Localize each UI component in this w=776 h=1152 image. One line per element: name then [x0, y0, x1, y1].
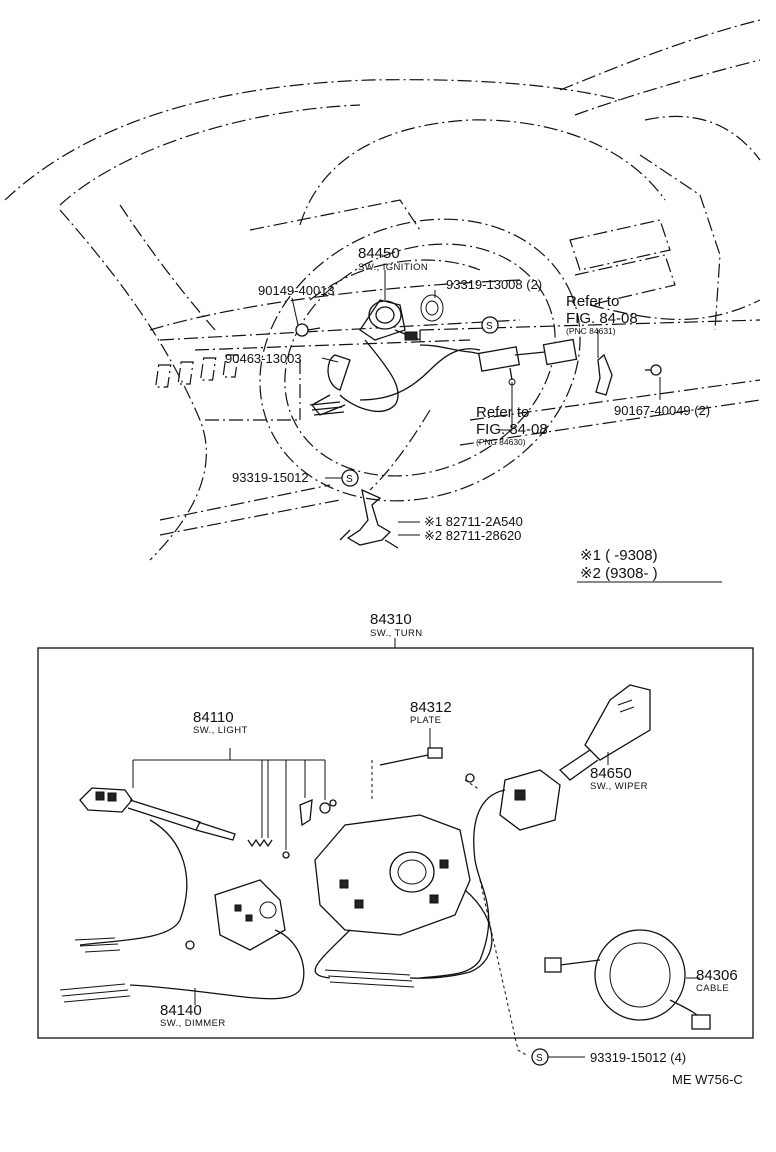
screw-symbol-lower: S [341, 469, 359, 487]
turn-switch-box [37, 638, 754, 1039]
dashboard-phantom-lines [4, 19, 761, 561]
light-part-name: SW., LIGHT [193, 725, 248, 736]
screw-b-label: 93319-15012 [232, 470, 309, 485]
plate-part-number: 84312 [410, 699, 452, 716]
refer-lower-line1: Refer to [476, 404, 529, 421]
turn-switch-body-part [314, 814, 493, 988]
screw-symbol-bottom: S [531, 1048, 585, 1066]
bracket-1-label: ※1 82711-2A540 [424, 514, 523, 529]
light-switch-lever-part [74, 787, 236, 953]
wiper-switch-part [419, 684, 651, 979]
combination-switch-part [359, 338, 578, 401]
turn-part-name: SW., TURN [370, 628, 423, 639]
refer-lower-pnc: (PNC 84630) [476, 437, 526, 447]
bottom-leader-lines [194, 752, 700, 1005]
wiper-part-name: SW., WIPER [590, 781, 648, 792]
bolt-b-label: 90167-40049 (2) [614, 403, 710, 418]
clamp-label: 90463-13003 [225, 351, 302, 366]
light-part-number: 84110 [193, 709, 234, 726]
plate-84312-part [379, 728, 443, 766]
svg-text:S: S [346, 474, 353, 485]
refer-upper-line1: Refer to [566, 293, 619, 310]
steering-wheel-phantom [259, 218, 581, 502]
bracket-2-label: ※2 82711-28620 [424, 528, 521, 543]
dimmer-part-number: 84140 [160, 1002, 202, 1019]
dash-vent-slots [154, 354, 239, 388]
ignition-part-name: SW., IGNITION [358, 262, 428, 273]
refer-lower-line2: FIG. 84-08 [476, 421, 548, 438]
dimmer-switch-part [59, 879, 305, 1003]
wiper-part-number: 84650 [590, 765, 632, 782]
cable-part-name: CABLE [696, 983, 729, 994]
cable-84306-part [544, 929, 711, 1030]
reference-code: ME W756-C [672, 1072, 743, 1087]
refer-upper-line2: FIG. 84-08 [566, 310, 638, 327]
dotted-guide-lines [371, 760, 529, 1057]
bracket-right-part [595, 353, 662, 396]
light-switch-leader [132, 748, 326, 850]
refer-upper-pnc: (PNC 84631) [566, 326, 616, 336]
dimmer-part-name: SW., DIMMER [160, 1018, 226, 1029]
screw-c-label: 93319-15012 (4) [590, 1050, 686, 1065]
cable-part-number: 84306 [696, 967, 738, 984]
screw-a-label: 93319-13008 (2) [446, 277, 542, 292]
note-1-text: ※1 ( -9308) [580, 547, 658, 564]
screw-symbol-upper: S [481, 316, 499, 334]
ignition-part-number: 84450 [358, 245, 400, 262]
svg-text:S: S [536, 1053, 543, 1064]
bolt-90149-part [295, 323, 321, 337]
light-switch-small-parts [247, 798, 337, 859]
bolt-a-label: 90149-40013 [258, 283, 335, 298]
turn-part-number: 84310 [370, 611, 412, 628]
top-leader-lines [291, 270, 722, 583]
svg-text:S: S [486, 321, 493, 332]
bracket-82711-part [339, 488, 399, 549]
plate-part-name: PLATE [410, 715, 441, 726]
ignition-switch-part [309, 294, 444, 416]
note-2-text: ※2 (9308- ) [580, 565, 658, 582]
